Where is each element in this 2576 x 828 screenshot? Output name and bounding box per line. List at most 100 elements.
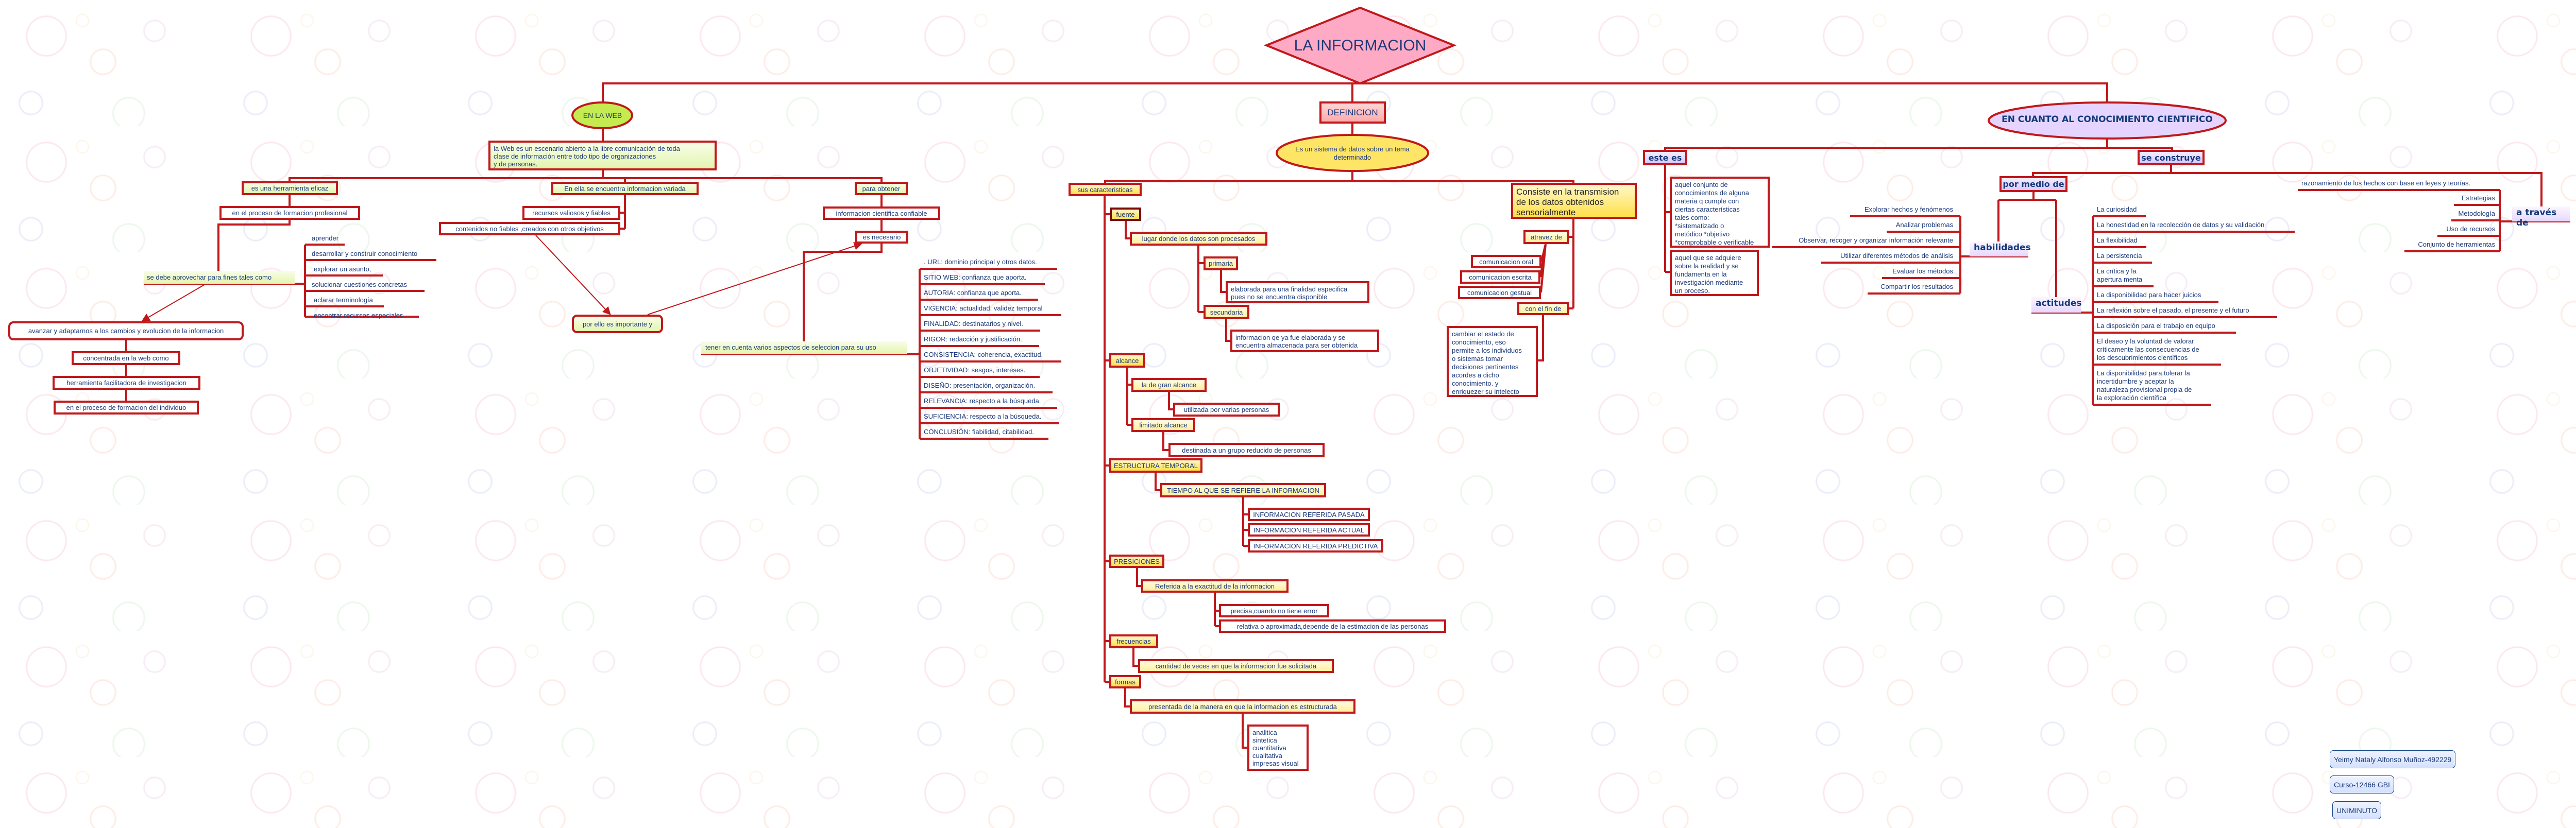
cantidad-node: cantidad de veces en que la informacion …: [1138, 659, 1334, 673]
fin-item: solucionar cuestiones concretas: [312, 281, 407, 288]
para-obtener-node[interactable]: para obtener: [855, 182, 908, 195]
fin-item: aclarar terminología: [314, 296, 373, 304]
science-ellipse: [1988, 101, 2227, 140]
web-ellipse: [571, 101, 633, 129]
definition-ellipse: [1276, 134, 1429, 172]
a-traves-item: Estrategias: [2461, 194, 2495, 202]
fin-desc: cambiar el estado de conocimiento, eso p…: [1447, 326, 1538, 397]
definition-title[interactable]: DEFINICION: [1319, 101, 1386, 124]
fin-item: explorar un asunto,: [314, 265, 371, 273]
tiempo-item: INFORMACION REFERIDA PASADA: [1248, 508, 1370, 521]
habilidades-node[interactable]: habilidades: [1970, 242, 2031, 256]
criteria-item: CONCLUSIÓN: fiabilidad, citabilidad.: [924, 428, 1034, 436]
necesario-node[interactable]: es necesario: [855, 231, 908, 244]
science-connectors: [1664, 139, 2570, 406]
actitud-item: La disponibilidad para hacer juicios: [2097, 291, 2201, 299]
actitudes-node[interactable]: actitudes: [2031, 297, 2082, 313]
limitado-desc: destinada a un grupo reducido de persona…: [1168, 443, 1325, 457]
fuente-node[interactable]: fuente: [1110, 208, 1141, 221]
habilidad-item: Observar, recoger y organizar informació…: [1799, 236, 1953, 244]
habilidad-item: Compartir los resultados: [1880, 283, 1953, 290]
main-connector: [602, 82, 2108, 102]
gran-alcance-desc: utilizada por varias personas: [1173, 403, 1280, 417]
secundaria-desc: informacion qe ya fue elaborada y se enc…: [1230, 330, 1379, 352]
formas-node[interactable]: formas: [1109, 675, 1141, 688]
frecuencias-node[interactable]: frecuencias: [1109, 634, 1158, 648]
definition-box-1: aquel conjunto de conocimientos de algun…: [1670, 177, 1770, 248]
presentada-node[interactable]: presentada de la manera en que la inform…: [1130, 699, 1355, 714]
a-traves-item: Metodología: [2458, 210, 2495, 217]
science-title[interactable]: EN CUANTO AL CONOCIMIENTO CIENTIFICO: [2002, 114, 2213, 125]
actitud-item: La disponibilidad para tolerar la incert…: [2097, 369, 2192, 402]
por-ello-node[interactable]: por ello es importante y: [572, 315, 663, 333]
relativa-node: relativa o aproximada,depende de la esti…: [1219, 619, 1446, 633]
tiempo-node[interactable]: TIEMPO AL QUE SE REFIERE LA INFORMACION: [1160, 483, 1326, 497]
actitud-item: La crítica y la apertura menta: [2097, 267, 2143, 283]
root-title: LA INFORMACION: [1294, 37, 1427, 54]
arrows: [535, 235, 611, 315]
web-title[interactable]: EN LA WEB: [583, 111, 622, 119]
actitud-item: La reflexión sobre el pasado, el present…: [2097, 306, 2249, 314]
facilitadora-node[interactable]: herramienta facilitadora de investigacio…: [53, 376, 200, 390]
razonamiento-item: razonamiento de los hechos con base en l…: [2301, 179, 2471, 187]
recursos-node[interactable]: recursos valiosos y fiables: [522, 206, 620, 220]
se-construye-node[interactable]: se construye: [2138, 150, 2205, 165]
limitado-node[interactable]: limitado alcance: [1131, 418, 1195, 432]
criteria-item: FINALIDAD: destinatarios y nivel.: [924, 320, 1023, 327]
criteria-item: VIGENCIA: actualidad, validez temporal: [924, 304, 1043, 312]
a-traves-item: Conjunto de herramientas: [2418, 240, 2495, 248]
este-es-node[interactable]: este es: [1643, 150, 1687, 165]
criteria-bracket: [919, 268, 1061, 440]
criteria-item: SUFICIENCIA: respecto a la búsqueda.: [924, 412, 1042, 420]
gran-alcance-node[interactable]: la de gran alcance: [1131, 378, 1207, 392]
primaria-desc: elaborada para una finalidad especifica …: [1226, 281, 1369, 303]
course: Curso-12466 GBI: [2330, 775, 2394, 794]
criteria-item: OBJETIVIDAD: sesgos, intereses.: [924, 366, 1026, 374]
criteria-item: RIGOR: redacción y justificación.: [924, 335, 1022, 343]
tener-en-cuenta-label[interactable]: tener en cuenta varios aspectos de selec…: [701, 341, 907, 354]
comunicacion-item: comunicacion gestual: [1458, 286, 1541, 299]
avanzar-node[interactable]: avanzar y adaptarnos a los cambios y evo…: [8, 321, 244, 340]
criteria-item: SITIO WEB: confianza que aporta.: [924, 273, 1027, 281]
habilidad-item: Explorar hechos y fenómenos: [1865, 205, 1953, 213]
proceso-individuo-node[interactable]: en el proceso de formacion del individuo: [54, 401, 199, 415]
a-traves-item: Uso de recursos: [2446, 225, 2495, 233]
tiempo-item: INFORMACION REFERIDA PREDICTIVA: [1248, 539, 1383, 553]
variada-node[interactable]: En ella se encuentra informacion variada: [551, 182, 699, 195]
criteria-item: CONSISTENCIA: coherencia, exactitud.: [924, 351, 1043, 358]
definition-connectors: [1104, 124, 1574, 749]
caracteristicas-node[interactable]: sus caracteristicas: [1069, 183, 1142, 196]
consiste-node[interactable]: Consiste en la transmision de los datos …: [1511, 183, 1637, 219]
criteria-item: DISEÑO: presentación, organización.: [924, 382, 1036, 389]
proceso-profesional-node[interactable]: en el proceso de formacion profesional: [219, 206, 360, 220]
concentrada-node[interactable]: concentrada en la web como: [72, 351, 180, 365]
exactitud-node[interactable]: Referida a la exactitud de la informacio…: [1141, 579, 1289, 593]
definition-box-2: aquel que se adquiere sobre la realidad …: [1670, 250, 1759, 296]
presiciones-node[interactable]: PRESICIONES: [1109, 555, 1164, 568]
consiste-connectors: [1538, 219, 1574, 361]
tiempo-item: INFORMACION REFERIDA ACTUAL: [1248, 523, 1370, 537]
fin-item: desarrollar y construir conocimiento: [312, 250, 418, 257]
herramienta-node[interactable]: es una herramienta eficaz: [242, 181, 338, 195]
no-fiables-node[interactable]: contenidos no fiables ,creados con otros…: [439, 222, 620, 235]
fin-node[interactable]: con el fin de: [1517, 302, 1569, 315]
aprovechar-label[interactable]: se debe aprovechar para fines tales como: [144, 271, 295, 284]
university: UNIMINUTO: [2332, 801, 2382, 819]
criteria-item: RELEVANCIA: respecto a la búsqueda.: [924, 397, 1041, 405]
definition-text: Es un sistema de datos sobre un tema det…: [1295, 145, 1410, 161]
primaria-node[interactable]: primaria: [1204, 256, 1238, 270]
web-description: la Web es un escenario abierto a la libr…: [488, 141, 717, 170]
secundaria-node[interactable]: secundaria: [1204, 305, 1249, 319]
habilidad-item: Analizar problemas: [1895, 221, 1953, 229]
confiable-node[interactable]: informacion cientifica confiable: [823, 206, 940, 220]
actitud-item: La disposición para el trabajo en equipo: [2097, 322, 2215, 330]
habilidad-item: Utilizar diferentes métodos de análisis: [1840, 252, 1953, 260]
alcance-node[interactable]: alcance: [1109, 353, 1145, 368]
lugar-node[interactable]: lugar donde los datos son procesados: [1130, 232, 1267, 246]
habilidad-item: Evaluar los métodos: [1892, 267, 1953, 275]
estructura-node[interactable]: ESTRUCTURA TEMPORAL: [1109, 458, 1202, 473]
atravez-node[interactable]: atravez de: [1523, 230, 1569, 244]
a-traves-node[interactable]: a través de: [2512, 206, 2570, 228]
por-medio-node[interactable]: por medio de: [1999, 176, 2067, 192]
